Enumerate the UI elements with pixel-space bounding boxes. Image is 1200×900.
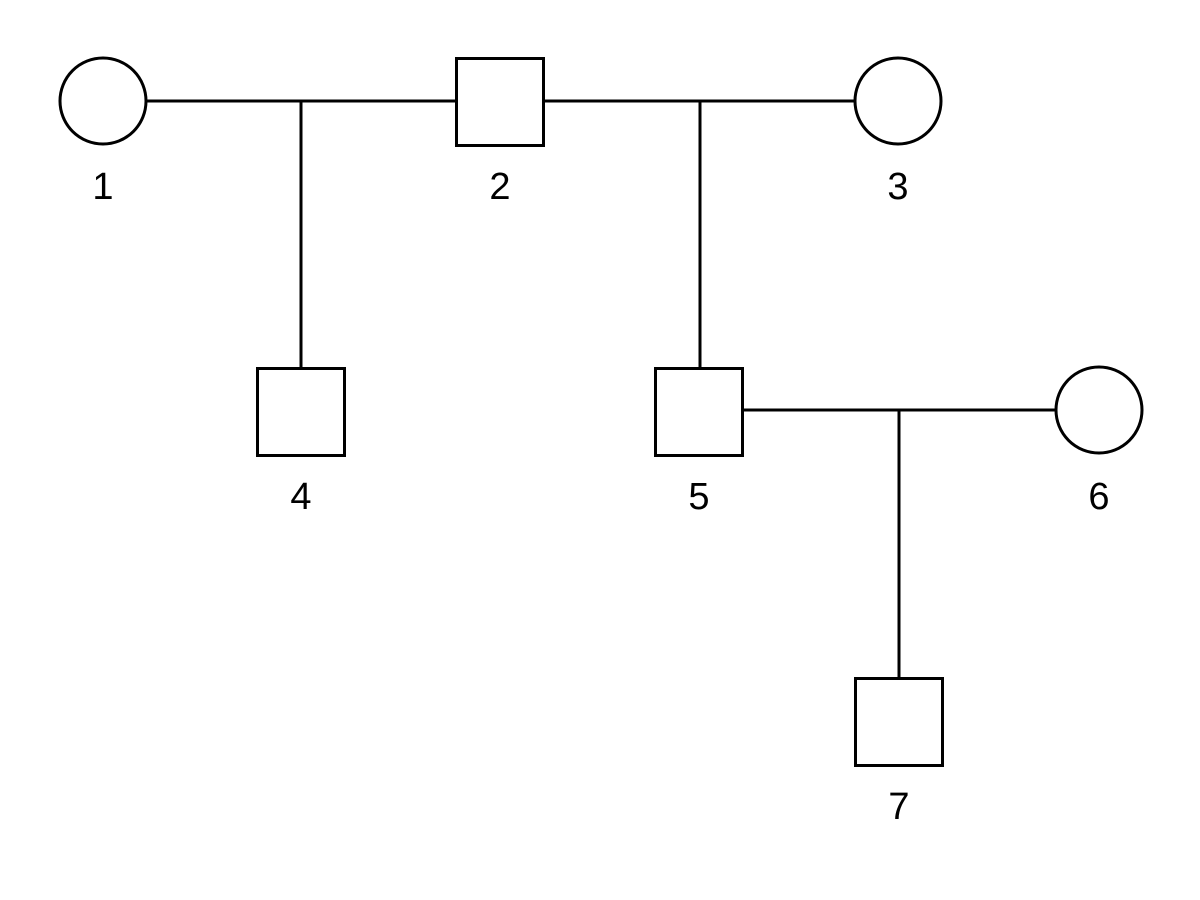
individual-label-7: 7 (888, 786, 910, 828)
individual-symbol-3[interactable] (853, 56, 943, 146)
individual-label-3: 3 (887, 166, 909, 208)
connector-layer (146, 99, 1056, 679)
individual-label-6: 6 (1088, 476, 1110, 518)
individual-label-1: 1 (92, 166, 114, 208)
individual-symbol-5[interactable] (654, 367, 744, 457)
individual-symbol-7[interactable] (854, 677, 944, 767)
individual-symbol-2[interactable] (455, 57, 545, 147)
symbol-layer (58, 56, 1144, 767)
individual-label-5: 5 (688, 476, 710, 518)
individual-label-2: 2 (489, 166, 511, 208)
individual-symbol-6[interactable] (1054, 365, 1144, 455)
individual-label-4: 4 (290, 476, 312, 518)
individual-symbol-1[interactable] (58, 56, 148, 146)
individual-symbol-4[interactable] (256, 367, 346, 457)
